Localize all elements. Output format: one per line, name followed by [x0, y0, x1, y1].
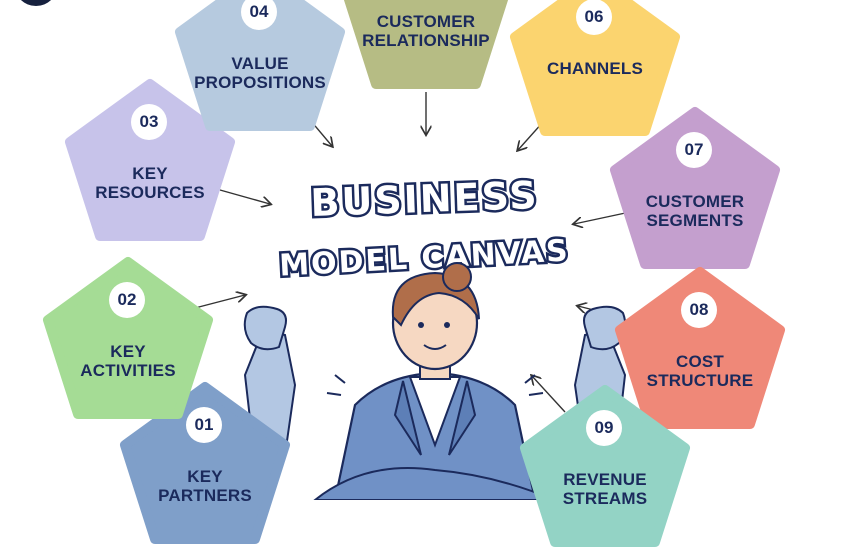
block-label-line: SEGMENTS: [646, 211, 744, 230]
block-label-line: REVENUE: [563, 470, 647, 489]
pentagon-shape: [175, 0, 345, 131]
block-09-revenue-streams: 09 REVENUE STREAMS: [520, 385, 690, 548]
block-number: 08: [681, 292, 717, 328]
block-02-key-activities: 02 KEY ACTIVITIES: [43, 257, 213, 420]
block-label-line: KEY: [187, 467, 223, 486]
block-number: 03: [131, 104, 167, 140]
block-label-line: CHANNELS: [546, 59, 644, 78]
block-label-line: CUSTOMER: [645, 192, 745, 211]
block-label-line: PROPOSITIONS: [194, 73, 326, 92]
block-label: VALUE PROPOSITIONS: [185, 54, 335, 92]
block-number: 02: [109, 282, 145, 318]
pentagon-shape: [43, 257, 213, 419]
block-number: 01: [186, 407, 222, 443]
block-08-cost-structure: 08 COST STRUCTURE: [615, 267, 785, 430]
block-03-key-resources: 03 KEY RESOURCES: [65, 79, 235, 242]
block-label: CHANNELS: [520, 59, 670, 78]
pentagon-shape: [343, 0, 509, 89]
block-07-customer-segments: 07 CUSTOMER SEGMENTS: [610, 107, 780, 270]
diagram-title: BUSINESS MODEL CANVAS: [276, 150, 573, 290]
block-05-customer-relationship: 05 CUSTOMER RELATIONSHIP: [341, 0, 511, 90]
block-number: 07: [676, 132, 712, 168]
block-label: KEY ACTIVITIES: [53, 342, 203, 380]
block-number: 04: [241, 0, 277, 30]
block-label-line: RELATIONSHIP: [362, 31, 490, 50]
block-number: 06: [576, 0, 612, 35]
block-label-line: CUSTOMER: [376, 12, 476, 31]
pentagon-shape: [615, 267, 785, 429]
pentagon-shape: [65, 79, 235, 241]
title-line-1: BUSINESS: [310, 173, 540, 225]
business-model-canvas-diagram: BUSINESS MODEL CANVAS: [43, 0, 785, 547]
block-label-line: ACTIVITIES: [80, 361, 176, 380]
block-label: KEY RESOURCES: [75, 164, 225, 202]
block-label-line: STREAMS: [562, 489, 648, 508]
block-label-line: STRUCTURE: [646, 371, 754, 390]
block-label-line: PARTNERS: [158, 486, 252, 505]
block-label: CUSTOMER RELATIONSHIP: [351, 12, 501, 50]
block-label: REVENUE STREAMS: [530, 470, 680, 508]
block-label: COST STRUCTURE: [625, 352, 775, 390]
pentagon-shape: [610, 107, 780, 269]
block-label-line: VALUE: [231, 54, 289, 73]
block-label-line: KEY: [132, 164, 168, 183]
block-label: KEY PARTNERS: [130, 467, 280, 505]
block-number: 09: [586, 410, 622, 446]
block-label-line: KEY: [110, 342, 146, 361]
logo-corner-shape: [14, 0, 58, 6]
block-label-line: RESOURCES: [95, 183, 205, 202]
block-04-value-propositions: 04 VALUE PROPOSITIONS: [175, 0, 345, 132]
businesswoman-illustration: [225, 255, 645, 502]
block-06-channels: 06 CHANNELS: [510, 0, 680, 137]
pentagon-shape: [510, 0, 680, 136]
block-label: CUSTOMER SEGMENTS: [620, 192, 770, 230]
block-label-line: COST: [675, 352, 725, 371]
